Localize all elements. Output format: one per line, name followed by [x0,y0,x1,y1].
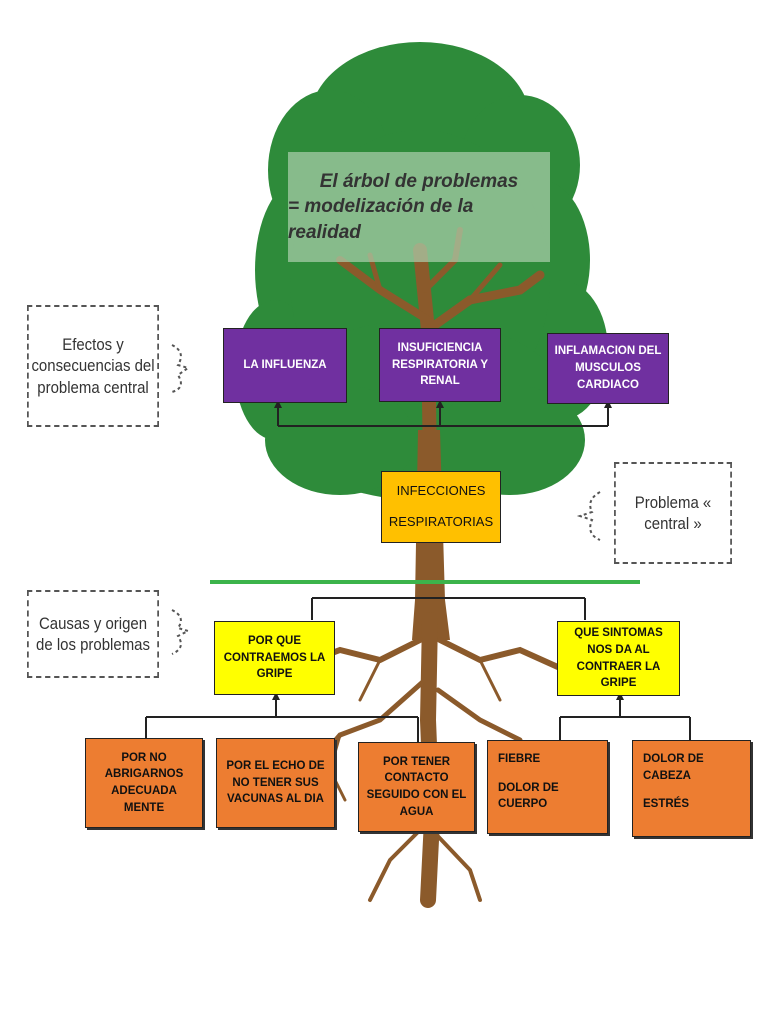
diagram-title: El árbol de problemas = modelización de … [288,152,550,262]
question-text: QUE SINTOMAS NOS DA AL CONTRAER LA GRIPE [574,627,663,690]
central-problem-box: INFECCIONES RESPIRATORIAS [381,471,501,543]
central-line-2: RESPIRATORIAS [388,514,494,529]
label-causes: Causas y origen de los problemas [27,590,159,678]
cause-box-vacunas: POR EL ECHO DE NO TENER SUS VACUNAS AL D… [216,738,335,828]
label-effects-text: Efectos y consecuencias del problema cen… [31,335,155,397]
effect-box-inflamacion: INFLAMACION DEL MUSCULOS CARDIACO [547,333,669,404]
symptom-box-cabeza: DOLOR DE CABEZA ESTRÉS [632,740,751,837]
symptom-line-2: DOLOR DE CUERPO [498,781,559,811]
question-box-why: POR QUE CONTRAEMOS LA GRIPE [214,621,335,695]
symptom-line-1: FIEBRE [498,753,541,765]
question-text: POR QUE CONTRAEMOS LA GRIPE [223,634,326,681]
title-line-2: = modelización de la realidad [288,196,474,243]
central-line-1: INFECCIONES [396,483,486,499]
cause-text: POR NO ABRIGARNOS ADECUADA MENTE [104,751,184,814]
connector-lines [145,408,691,742]
effect-text: INSUFICIENCIA RESPIRATORIA Y RENAL [391,341,489,388]
cause-text: POR TENER CONTACTO SEGUIDO CON EL AGUA [366,755,467,818]
label-central: Problema « central » [614,462,732,564]
effect-text: LA INFLUENZA [243,359,327,372]
effect-text: INFLAMACION DEL MUSCULOS CARDIACO [554,345,662,391]
connector-arrowheads [272,400,624,700]
symptom-box-fiebre: FIEBRE DOLOR DE CUERPO [487,740,608,834]
cause-text: POR EL ECHO DE NO TENER SUS VACUNAS AL D… [226,759,325,806]
cause-box-abrigo: POR NO ABRIGARNOS ADECUADA MENTE [85,738,203,828]
label-arrows [171,344,601,655]
label-central-text: Problema « central » [634,492,712,533]
symptom-line-2: ESTRÉS [643,798,690,811]
effect-box-influenza: LA INFLUENZA [223,328,347,403]
title-line-1: El árbol de problemas [319,170,519,192]
question-box-symptoms: QUE SINTOMAS NOS DA AL CONTRAER LA GRIPE [557,621,680,696]
label-causes-text: Causas y origen de los problemas [36,613,150,654]
symptom-line-1: DOLOR DE CABEZA [643,753,704,782]
label-effects: Efectos y consecuencias del problema cen… [27,305,159,427]
effect-box-insuficiencia: INSUFICIENCIA RESPIRATORIA Y RENAL [379,328,501,402]
cause-box-agua: POR TENER CONTACTO SEGUIDO CON EL AGUA [358,742,475,832]
